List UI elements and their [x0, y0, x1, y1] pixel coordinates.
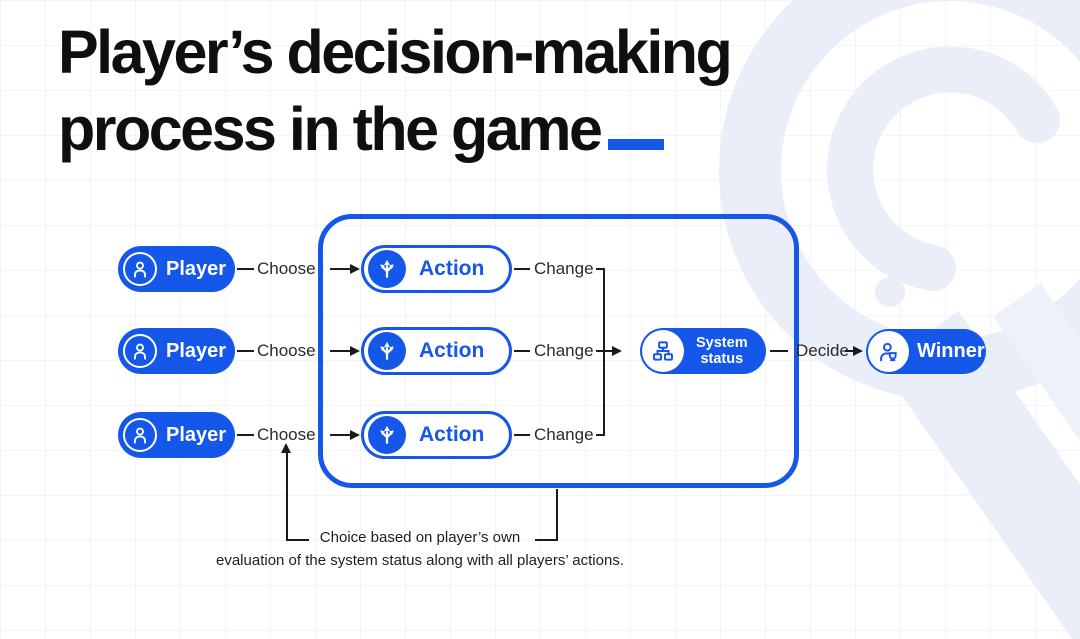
system-status-node: System status	[640, 328, 766, 374]
person-trophy-icon	[868, 331, 909, 372]
action-node-label: Action	[419, 257, 485, 280]
annotation-line-1: Choice based on player’s own	[319, 529, 521, 546]
connector-line	[596, 268, 605, 270]
connector-line	[514, 268, 530, 270]
branch-arrows-icon	[368, 416, 406, 454]
annotation-line-right	[556, 489, 558, 541]
change-bus-line	[603, 268, 605, 436]
arrow-right-icon	[350, 430, 360, 440]
action-node-label: Action	[419, 423, 485, 446]
choose-label-3: Choose	[257, 425, 316, 444]
connector-line	[770, 350, 788, 352]
annotation-line-right-foot	[535, 539, 558, 541]
connector-line	[237, 350, 254, 352]
connector-line	[330, 350, 350, 352]
connector-line	[330, 434, 350, 436]
player-node-label: Player	[166, 257, 227, 280]
connector-line	[845, 350, 853, 352]
choose-label-1: Choose	[257, 259, 316, 278]
change-label-2: Change	[534, 341, 594, 360]
arrow-right-icon	[350, 264, 360, 274]
connector-line	[514, 350, 530, 352]
arrow-right-icon	[350, 346, 360, 356]
person-icon	[123, 334, 157, 368]
connector-line	[596, 434, 605, 436]
decide-label: Decide	[796, 341, 849, 360]
player-node-3: Player	[118, 412, 235, 458]
branch-arrows-icon	[368, 250, 406, 288]
title-underscore-accent	[608, 139, 665, 150]
annotation-line-2: evaluation of the system status along wi…	[216, 552, 624, 569]
winner-node-label: Winner	[917, 340, 985, 362]
arrow-right-icon	[853, 346, 863, 356]
action-node-3: Action	[361, 411, 512, 459]
arrow-up-icon	[281, 443, 291, 453]
connector-line	[330, 268, 350, 270]
winner-node: Winner	[866, 329, 986, 374]
system-status-line-2: status	[700, 351, 744, 367]
hierarchy-icon	[642, 330, 684, 372]
choose-label-2: Choose	[257, 341, 316, 360]
title-line-1: Player’s decision-making	[58, 18, 733, 86]
action-node-label: Action	[419, 339, 485, 362]
arrow-right-icon	[612, 346, 622, 356]
connector-line	[514, 434, 530, 436]
player-node-label: Player	[166, 339, 227, 362]
connector-line	[237, 434, 254, 436]
page-title: Player’s decision-making process in the …	[58, 14, 958, 168]
person-icon	[123, 418, 157, 452]
branch-arrows-icon	[368, 332, 406, 370]
annotation-text: Choice based on player’s own evaluation …	[195, 526, 645, 572]
system-status-line-1: System	[696, 335, 748, 351]
change-label-3: Change	[534, 425, 594, 444]
action-node-2: Action	[361, 327, 512, 375]
title-line-2: process in the game	[58, 95, 603, 163]
player-node-2: Player	[118, 328, 235, 374]
player-node-1: Player	[118, 246, 235, 292]
action-node-1: Action	[361, 245, 512, 293]
annotation-line-left-foot	[286, 539, 309, 541]
change-label-1: Change	[534, 259, 594, 278]
actions-container-box	[318, 214, 799, 488]
player-node-label: Player	[166, 423, 227, 446]
system-status-label: System status	[696, 335, 748, 367]
annotation-line-left	[286, 452, 288, 541]
connector-line	[237, 268, 254, 270]
person-icon	[123, 252, 157, 286]
